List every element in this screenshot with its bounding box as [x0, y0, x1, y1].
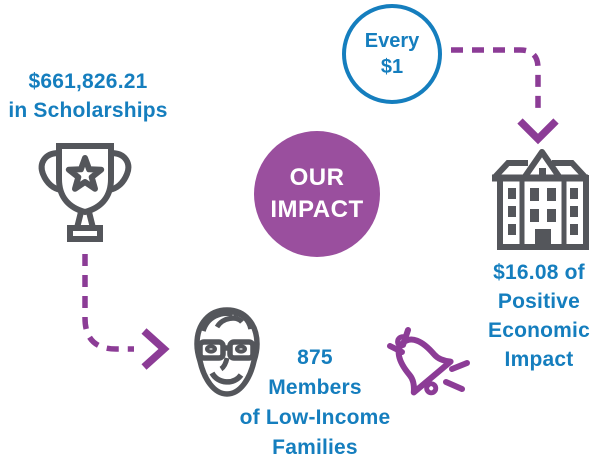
dashed-arrow-right-icon: [68, 250, 183, 370]
every-dollar-line-2: $1: [380, 56, 404, 78]
badge-line-2: IMPACT: [270, 196, 364, 223]
members-label-3: Families: [272, 436, 358, 459]
economic-impact-label-1: Positive: [497, 290, 581, 313]
members-label-1: Members: [268, 376, 362, 399]
economic-impact-stat: $16.08 of Positive Economic Impact: [477, 258, 600, 374]
economic-impact-label-3: Impact: [504, 348, 574, 371]
building-icon: [484, 147, 596, 252]
members-label-2: of Low-Income: [239, 406, 391, 429]
every-dollar-line-1: Every: [364, 30, 420, 52]
scholarships-label: in Scholarships: [8, 99, 168, 122]
scholarships-amount: $661,826.21: [28, 70, 148, 93]
members-count: 875: [297, 346, 333, 369]
dashed-arrow-down-icon: [448, 40, 563, 146]
badge-line-1: OUR: [289, 164, 345, 191]
trophy-icon: [30, 137, 140, 249]
scholarships-stat: $661,826.21 in Scholarships: [0, 67, 176, 125]
our-impact-badge: OUR IMPACT: [254, 131, 380, 257]
senior-face-icon: [183, 303, 271, 401]
ringing-bell-icon: [383, 318, 479, 422]
economic-impact-label-2: Economic: [488, 319, 590, 342]
economic-impact-amount: $16.08 of: [493, 261, 585, 284]
every-dollar-badge: Every $1: [342, 4, 442, 104]
members-stat: 875 Members of Low-Income Families: [235, 343, 395, 463]
